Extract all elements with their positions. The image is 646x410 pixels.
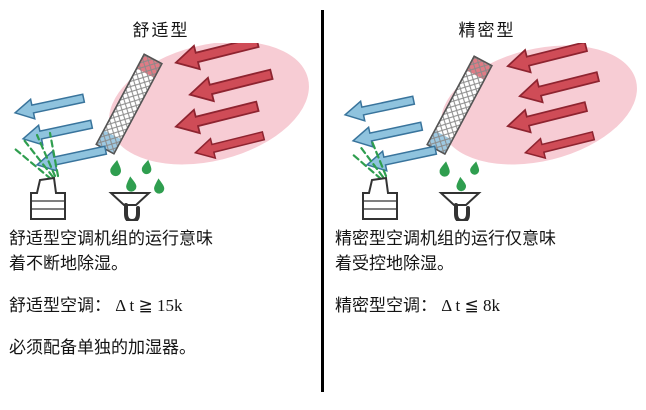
precision-description-line2: 着受控地除湿。 bbox=[335, 253, 454, 273]
humidifier-spray-icon bbox=[13, 131, 60, 181]
humidifier-spray-icon bbox=[349, 137, 388, 181]
panel-title-comfort: 舒适型 bbox=[132, 21, 190, 40]
comfort-text-block: 舒适型空调机组的运行意味 着不断地除湿。 舒适型空调： Δ t ≧ 15k 必须… bbox=[5, 227, 317, 358]
drain-trap-icon bbox=[108, 192, 152, 221]
vertical-divider bbox=[321, 10, 324, 392]
cool-air-arrows-icon bbox=[342, 89, 439, 176]
panel-title-precision: 精密型 bbox=[458, 21, 516, 40]
panel-comfort: 舒适型 bbox=[5, 0, 317, 375]
comfort-description-line1: 舒适型空调机组的运行意味 bbox=[9, 229, 213, 248]
comfort-formula: 舒适型空调： Δ t ≧ 15k bbox=[9, 296, 183, 316]
precision-description: 精密型空调机组的运行仅意味 着受控地除湿。 bbox=[335, 227, 639, 276]
condensate-drops-icon bbox=[110, 159, 165, 194]
humidifier-icon bbox=[30, 176, 66, 220]
precision-description-line1: 精密型空调机组的运行仅意味 bbox=[335, 229, 556, 248]
condensate-drops-icon bbox=[439, 161, 480, 192]
precision-text-block: 精密型空调机组的运行仅意味 着受控地除湿。 精密型空调： Δ t ≦ 8k bbox=[331, 227, 643, 316]
humidifier-icon bbox=[362, 176, 398, 220]
drain-trap-icon bbox=[438, 192, 482, 221]
panel-precision: 精密型 bbox=[331, 0, 643, 333]
precision-illustration bbox=[342, 43, 637, 221]
comfort-illustration bbox=[12, 43, 309, 221]
comfort-description: 舒适型空调机组的运行意味 着不断地除湿。 bbox=[9, 227, 313, 276]
precision-formula: 精密型空调： Δ t ≦ 8k bbox=[335, 296, 500, 316]
cooling-coil-icon bbox=[95, 53, 163, 155]
cooling-coil-icon bbox=[426, 55, 493, 156]
comfort-note: 必须配备单独的加湿器。 bbox=[9, 338, 196, 358]
comfort-description-line2: 着不断地除湿。 bbox=[9, 253, 128, 273]
cool-air-arrows-icon bbox=[12, 87, 109, 176]
